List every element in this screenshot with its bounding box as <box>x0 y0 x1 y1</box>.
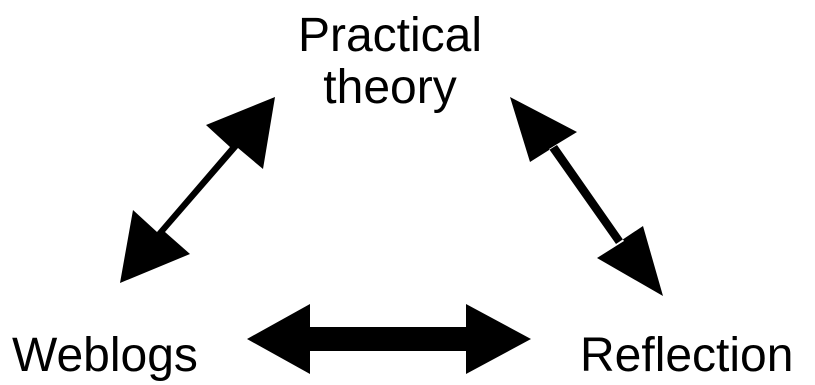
arrow-weblogs-reflection <box>247 304 531 374</box>
node-practical-theory: Practical theory <box>250 10 530 114</box>
arrow-theory-reflection <box>510 97 663 296</box>
node-practical-theory-line2: theory <box>323 61 457 114</box>
node-practical-theory-line1: Practical <box>297 9 483 62</box>
arrow-theory-weblogs <box>120 97 275 283</box>
node-weblogs: Weblogs <box>12 329 198 382</box>
node-reflection: Reflection <box>580 329 794 382</box>
